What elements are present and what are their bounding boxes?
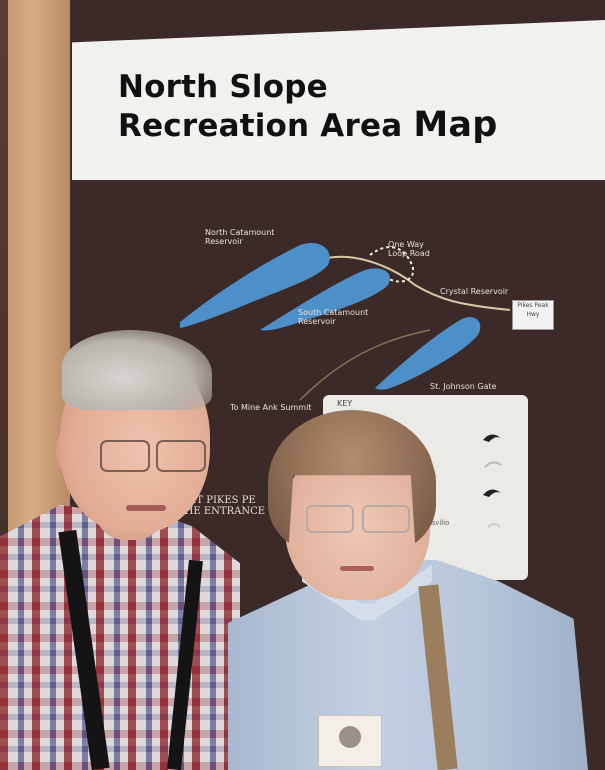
road-line — [299, 329, 431, 401]
key-symbols — [483, 434, 502, 528]
sign-header-panel — [72, 20, 605, 180]
sign-title-line2: Recreation Area Map — [118, 106, 497, 145]
key-title: KEY — [337, 399, 353, 408]
label-south-reservoir: South Catamount Reservoir — [298, 308, 369, 326]
sign-title-map-word: Map — [413, 105, 498, 145]
man-plaid-shirt — [0, 505, 240, 770]
trail-line — [319, 255, 511, 311]
symbol-icon — [487, 523, 501, 528]
sign-title-line1: North Slope — [118, 69, 328, 105]
woman-glasses — [306, 505, 410, 533]
south-reservoir-water — [260, 268, 390, 331]
label-one-way-loop: One Way Loop Road — [388, 240, 430, 258]
sign-title-line2-prefix: Recreation Area — [118, 108, 403, 144]
name-badge — [318, 715, 382, 767]
north-reservoir-water — [180, 242, 330, 328]
crystal-reservoir-water — [375, 317, 481, 390]
label-gate: St. Johnson Gate — [430, 382, 497, 391]
woman-mouth — [340, 566, 374, 571]
bird-icon — [483, 489, 501, 497]
recreation-map: North Catamount Reservoir One Way Loop R… — [150, 210, 570, 430]
key-item-label: Pavilio — [427, 519, 450, 527]
label-north-reservoir: North Catamount Reservoir — [205, 228, 275, 246]
label-summit: To Mine Ank Summit — [230, 403, 312, 412]
man-hair — [62, 330, 212, 410]
map-drawing — [180, 242, 511, 401]
loop-road — [369, 246, 415, 283]
symbol-icon — [484, 461, 502, 468]
label-crystal-reservoir: Crystal Reservoir — [440, 287, 509, 296]
map-info-box: Pikes Peak Hwy — [512, 300, 554, 330]
man-glasses — [100, 440, 210, 472]
sign-title: North Slope Recreation Area Map — [118, 68, 497, 145]
man-mouth — [126, 505, 166, 511]
bird-icon — [483, 434, 501, 442]
